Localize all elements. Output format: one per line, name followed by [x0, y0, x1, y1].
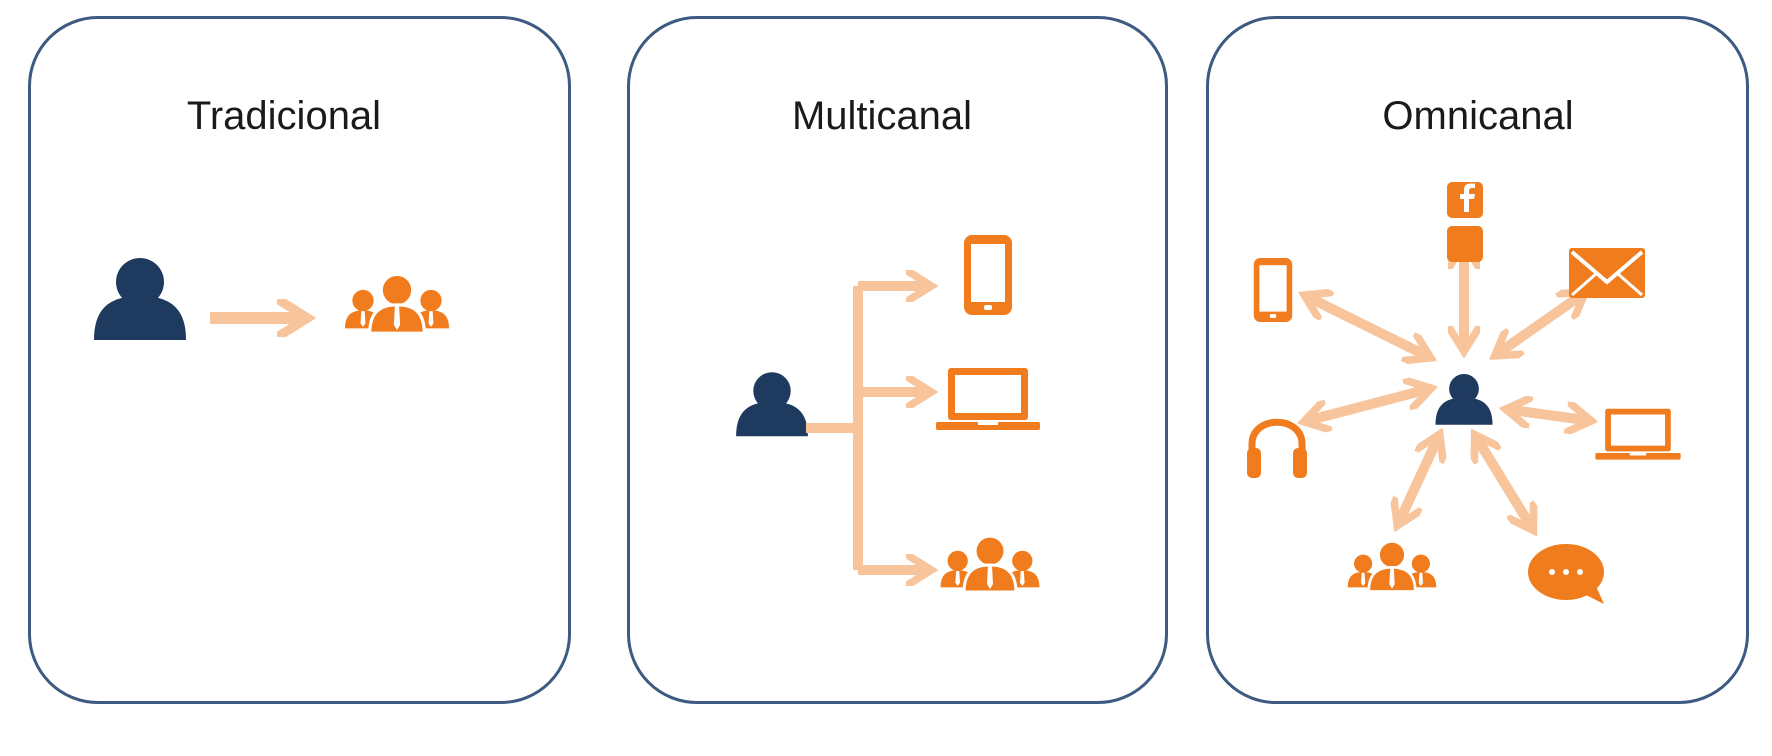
- multichannel-laptop-icon: [936, 368, 1040, 430]
- traditional-group-icon: [345, 274, 449, 333]
- omnichannel-email-icon: [1569, 248, 1645, 298]
- multichannel-smartphone-icon: [964, 235, 1012, 315]
- omnichannel-facebook-icon: [1447, 182, 1483, 218]
- panel-multichannel: [627, 16, 1168, 704]
- panel-traditional: [28, 16, 571, 704]
- omnichannel-laptop-icon: [1595, 408, 1681, 460]
- omnichannel-group-icon: [1348, 541, 1436, 591]
- omnichannel-chat-icon: [1528, 544, 1604, 604]
- omnichannel-headphones-icon: [1247, 418, 1307, 478]
- omnichannel-person-icon: [1435, 373, 1493, 425]
- omnichannel-arrows: [1310, 250, 1585, 525]
- multichannel-group-icon: [941, 536, 1040, 592]
- panel-title-multichannel: Multicanal: [791, 94, 973, 138]
- traditional-person-icon: [94, 258, 186, 340]
- omnichannel-social-icon: [1447, 226, 1483, 262]
- panel-omnichannel: [1206, 16, 1749, 704]
- panel-title-traditional: Tradicional: [186, 94, 382, 138]
- multichannel-person-icon: [736, 372, 808, 437]
- panel-title-omnichannel: Omnicanal: [1382, 94, 1574, 138]
- multichannel-tree-arrows: [806, 286, 925, 570]
- omnichannel-smartphone-icon: [1253, 258, 1293, 322]
